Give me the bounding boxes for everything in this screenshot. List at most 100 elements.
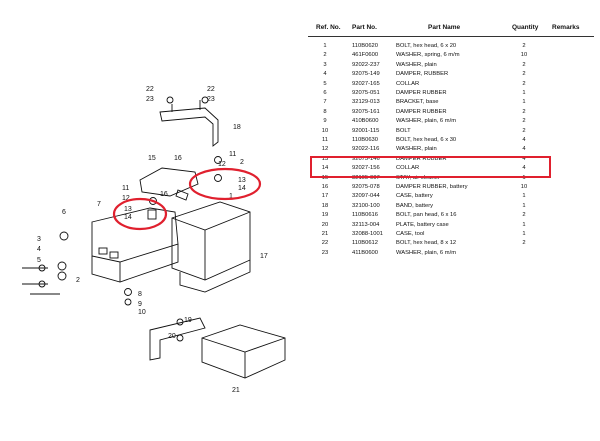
cell-quantity: 1	[522, 99, 526, 106]
tool-case-shape	[201, 324, 286, 379]
callout-9: 9	[138, 301, 142, 308]
cell-part-name: BOLT, hex head, 6 x 30	[396, 137, 457, 143]
cell-part-no: 92001-115	[352, 127, 380, 134]
cell-ref-no: 11	[321, 137, 329, 143]
callout-10: 10	[138, 309, 146, 316]
cell-part-no: 110B0612	[352, 240, 379, 247]
cell-ref-no: 13	[321, 155, 329, 162]
cell-part-name: BOLT, hex head, 8 x 12	[396, 240, 457, 247]
callout-11a: 11	[229, 151, 236, 158]
cell-part-no: 92075-146	[352, 155, 380, 162]
stay-shape	[139, 167, 199, 197]
cell-quantity: 10	[520, 184, 528, 190]
cell-part-no: 461F0600	[352, 52, 379, 59]
cell-quantity: 4	[522, 155, 526, 162]
table-row: 12 92022-116 WASHER, plain 4	[300, 145, 600, 154]
table-row: 22 110B0612 BOLT, hex head, 8 x 12 2	[300, 239, 600, 248]
cell-quantity: 2	[522, 118, 526, 125]
callout-14a: 14	[238, 185, 246, 192]
cell-part-name: CASE, tool	[396, 231, 425, 237]
callout-21: 21	[232, 387, 240, 394]
callout-23b: 23	[207, 96, 215, 103]
cell-part-name: BOLT, hex head, 6 x 20	[396, 43, 457, 49]
cell-quantity: 2	[522, 71, 526, 78]
cell-ref-no: 2	[323, 52, 327, 59]
cell-part-name: DAMPER RUBBER	[396, 108, 447, 115]
plate-shape	[149, 317, 206, 361]
cell-part-no: 32113-004	[352, 221, 380, 228]
cell-part-name: WASHER, plain	[396, 61, 437, 68]
header-part-name: Part Name	[428, 24, 461, 31]
header-part-no: Part No.	[352, 24, 377, 31]
cell-part-name: WASHER, plain	[396, 146, 437, 153]
cell-part-no: 92022-116	[352, 146, 380, 153]
cell-part-name: BOLT, pan head, 6 x 16	[396, 212, 457, 219]
cell-ref-no: 22	[321, 240, 329, 247]
callout-23a: 23	[146, 96, 154, 103]
callout-16a: 16	[174, 155, 182, 162]
cell-ref-no: 21	[321, 231, 329, 237]
table-row: 9 410B0600 WASHER, plain, 6 m/m 2	[300, 117, 600, 126]
callout-12a: 12	[218, 161, 226, 168]
cell-ref-no: 9	[323, 118, 327, 125]
cell-ref-no: 10	[321, 127, 329, 134]
cell-part-name: COLLAR	[396, 165, 420, 172]
callout-1: 1	[229, 193, 233, 200]
cell-part-no: 92075-051	[352, 90, 380, 96]
highlight-ellipse-left	[112, 197, 168, 231]
cell-part-no: 32129-013	[352, 99, 380, 106]
callout-13b: 13	[124, 206, 132, 213]
cell-quantity: 4	[522, 146, 526, 153]
cell-part-name: WASHER, plain, 6 m/m	[396, 249, 457, 256]
cell-quantity: 1	[522, 221, 526, 228]
cell-quantity: 4	[522, 165, 526, 172]
callout-14b: 14	[124, 214, 132, 221]
cell-quantity: 2	[522, 43, 526, 49]
table-row: 20 32113-004 PLATE, battery case 1	[300, 221, 600, 230]
cell-part-no: 92022-237	[352, 61, 380, 68]
battery-band-shape	[159, 107, 219, 147]
cell-ref-no: 18	[321, 202, 329, 209]
cell-part-name: BAND, battery	[396, 202, 434, 209]
cell-part-name: BOLT	[396, 127, 411, 134]
cell-quantity: 1	[522, 193, 526, 200]
header-ref-no: Ref. No.	[316, 24, 341, 31]
cell-ref-no: 12	[321, 146, 329, 153]
cell-ref-no: 20	[321, 221, 329, 228]
callout-20: 20	[168, 333, 176, 340]
cell-part-name: DAMPER RUBBER, battery	[396, 184, 468, 190]
cell-part-no: 410B0600	[352, 118, 379, 125]
cell-quantity: 1	[522, 231, 526, 237]
callout-6: 6	[62, 209, 66, 216]
cell-quantity: 2	[522, 212, 526, 219]
cell-part-no: 110B0630	[352, 137, 379, 143]
callout-8: 8	[138, 291, 142, 298]
cell-ref-no: 14	[321, 165, 329, 172]
callout-16b: 16	[160, 191, 168, 198]
cell-ref-no: 4	[323, 71, 327, 78]
header-quantity: Quantity	[512, 24, 539, 31]
callout-11b: 11	[122, 185, 129, 192]
callout-17: 17	[260, 253, 268, 260]
cell-part-no: 92027-165	[352, 80, 380, 87]
cell-part-name: WASHER, plain, 6 m/m	[396, 118, 457, 125]
cell-ref-no: 5	[323, 80, 327, 87]
cell-quantity: 2	[522, 240, 526, 247]
cell-part-name: DAMPER RUBBER	[396, 155, 447, 162]
cell-part-name: PLATE, battery case	[396, 221, 449, 228]
cell-ref-no: 23	[321, 249, 329, 256]
header-remarks: Remarks	[552, 24, 580, 31]
cell-ref-no: 17	[321, 193, 329, 200]
cell-ref-no: 6	[323, 90, 327, 96]
cell-ref-no: 3	[323, 61, 327, 68]
callout-7: 7	[97, 201, 101, 208]
battery-case-shape	[171, 201, 251, 281]
cell-part-name: DAMPER, RUBBER	[396, 71, 449, 78]
callout-3: 3	[37, 236, 41, 243]
